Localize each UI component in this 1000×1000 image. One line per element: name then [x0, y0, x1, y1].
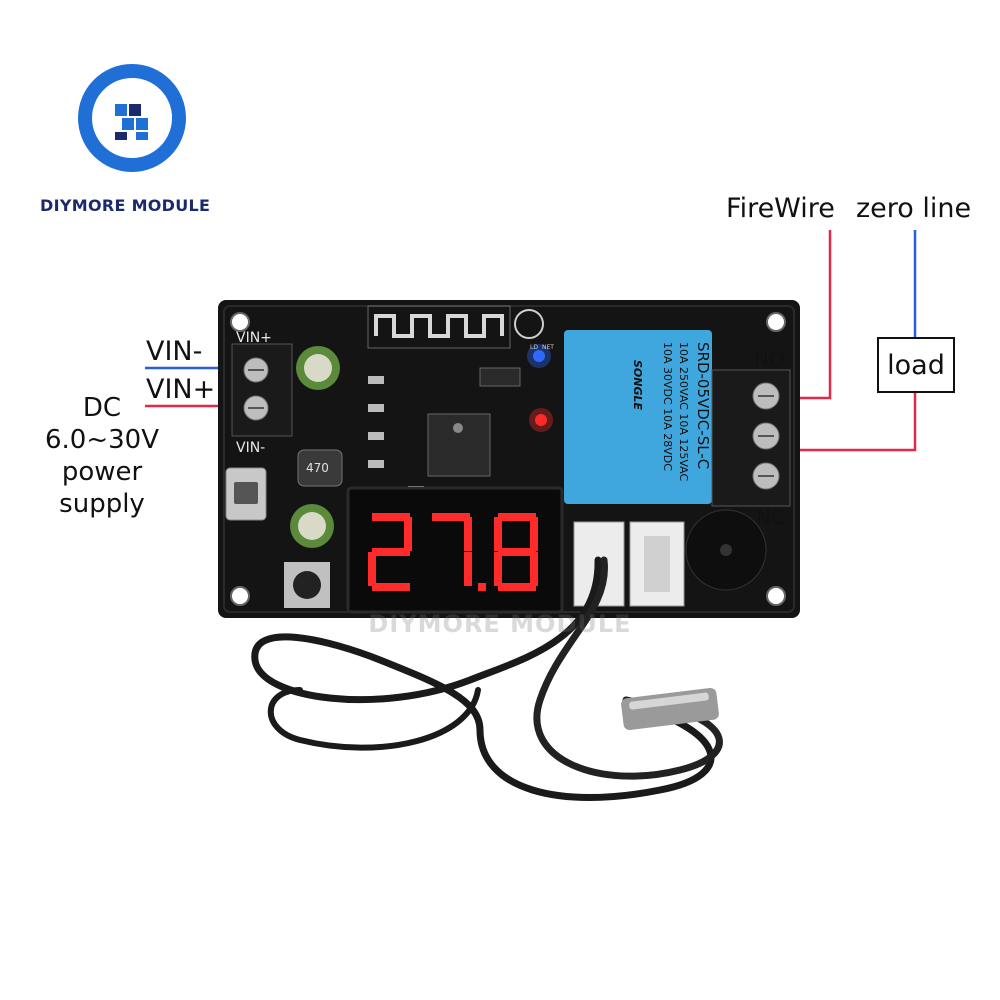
brand-name: DIYMORE MODULE [40, 196, 211, 215]
ps-line-power: power [61, 457, 143, 487]
decimal-point [478, 583, 486, 591]
load-return-wire [760, 392, 917, 452]
segment [464, 517, 472, 551]
mounting-hole [766, 312, 786, 332]
mounting-hole [766, 586, 786, 606]
pcb-antenna [374, 314, 504, 338]
led-label-net: NET [542, 344, 554, 351]
ps-line-supply: supply [59, 489, 145, 519]
vin-minus-label: VIN- [146, 336, 203, 367]
relay-model: SRD-05VDC-SL-C [694, 342, 712, 470]
red-led [535, 414, 547, 426]
segment [432, 513, 470, 521]
segment [368, 552, 376, 586]
segment [530, 517, 538, 551]
segment [498, 513, 536, 521]
zero-line-label: zero line [856, 193, 972, 224]
blue-led [533, 350, 545, 362]
relay [564, 330, 712, 504]
mounting-hole [230, 312, 250, 332]
watermark: DIYMORE MODULE [368, 610, 632, 638]
mounting-hole [230, 586, 250, 606]
relay-ratings-1: 10A 250VAC 10A 125VAC [677, 342, 690, 482]
power-supply-label: DC 6.0~30V power supply [32, 392, 172, 520]
relay-ratings-2: 10A 30VDC 10A 28VDC [661, 342, 674, 471]
diymore-logo-icon [78, 64, 186, 172]
segment [464, 552, 472, 586]
no-label: NO [754, 347, 785, 371]
display-digits [368, 513, 538, 591]
firewire-label: FireWire [726, 193, 835, 224]
pcb-board [218, 300, 800, 618]
ps-line-dc: DC [82, 393, 122, 423]
segment [372, 513, 410, 521]
led-label-ld: LD [530, 344, 538, 351]
silk-vin-minus: VIN- [236, 440, 266, 456]
segment [530, 552, 538, 586]
segment [404, 517, 412, 551]
relay-brand: SONGLE [631, 360, 644, 411]
load-box: load [877, 337, 955, 393]
ps-line-voltage: 6.0~30V [44, 425, 159, 455]
segment [494, 552, 502, 586]
inductor-code: 470 [306, 461, 329, 475]
silk-vin-plus: VIN+ [236, 330, 272, 346]
nc-label: NC [756, 505, 785, 529]
inductor [297, 449, 343, 487]
segment [494, 517, 502, 551]
segment [498, 548, 536, 556]
segment [372, 583, 410, 591]
segment [498, 583, 536, 591]
vin-plus-label: VIN+ [146, 374, 216, 405]
segment [372, 548, 410, 556]
